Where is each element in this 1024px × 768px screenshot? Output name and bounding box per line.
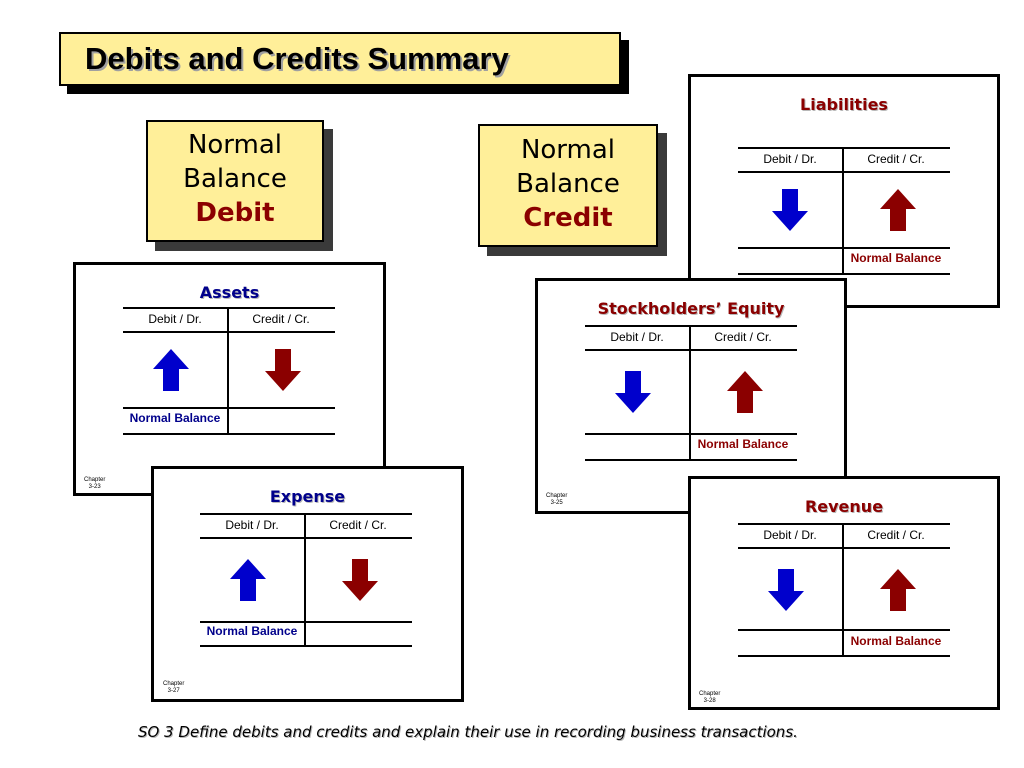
up-arrow-icon xyxy=(153,349,189,391)
normal-balance-label: Normal Balance xyxy=(206,624,298,638)
revenue-card: Revenue Debit / Dr. Credit / Cr. Normal … xyxy=(688,476,1000,710)
debit-header: Debit / Dr. xyxy=(610,330,664,344)
stockholders-equity-card: Stockholders’ Equity Debit / Dr. Credit … xyxy=(535,278,847,514)
title-banner: Debits and Credits Summary xyxy=(59,32,621,86)
t-account-header-line xyxy=(585,349,797,351)
chapter-line1: Chapter xyxy=(546,493,568,499)
expense-card: Expense Debit / Dr. Credit / Cr. Normal … xyxy=(151,466,464,702)
assets-card: Assets Debit / Dr. Credit / Cr. Normal B… xyxy=(73,262,386,496)
debit-header: Debit / Dr. xyxy=(763,528,817,542)
down-arrow-icon xyxy=(615,371,651,413)
chapter-line2: 3-23 xyxy=(88,484,101,490)
t-account-divider xyxy=(304,513,306,647)
normal-balance-label: Normal Balance xyxy=(697,437,789,451)
chapter-label: Chapter 3-25 xyxy=(546,493,567,507)
t-account-total-line xyxy=(585,433,797,435)
credit-header: Credit / Cr. xyxy=(867,528,925,542)
normal-balance-label: Normal Balance xyxy=(850,634,942,648)
up-arrow-icon xyxy=(230,559,266,601)
t-account-header-line xyxy=(123,331,335,333)
t-account-divider xyxy=(842,523,844,657)
stockholders-equity-t-account: Debit / Dr. Credit / Cr. Normal Balance xyxy=(585,325,797,461)
t-account-divider xyxy=(227,307,229,435)
t-account-bottom-line xyxy=(123,433,335,435)
normal-balance-credit-box: Normal Balance Credit xyxy=(478,124,658,247)
stockholders-equity-title: Stockholders’ Equity xyxy=(597,299,785,318)
normal-balance-debit-box: Normal Balance Debit xyxy=(146,120,324,242)
expense-t-account: Debit / Dr. Credit / Cr. Normal Balance xyxy=(200,513,412,647)
down-arrow-icon xyxy=(768,569,804,611)
t-account-divider xyxy=(842,147,844,275)
down-arrow-icon xyxy=(265,349,301,391)
t-account-total-line xyxy=(738,247,950,249)
t-account-divider xyxy=(689,325,691,459)
t-account-total-line xyxy=(123,407,335,409)
page-title: Debits and Credits Summary xyxy=(85,41,509,76)
chapter-label: Chapter 3-23 xyxy=(84,477,105,491)
credit-header: Credit / Cr. xyxy=(252,312,310,326)
liabilities-t-account: Debit / Dr. Credit / Cr. Normal Balance xyxy=(738,147,950,275)
t-account-bottom-line xyxy=(585,459,797,461)
t-account-header-line xyxy=(738,171,950,173)
up-arrow-icon xyxy=(727,371,763,413)
study-objective-footer: SO 3 Define debits and credits and expla… xyxy=(138,723,798,741)
chapter-line1: Chapter xyxy=(84,477,106,483)
credit-header: Credit / Cr. xyxy=(329,518,387,532)
normal-balance-debit-line1: Normal xyxy=(187,130,283,160)
assets-title: Assets xyxy=(199,283,260,302)
revenue-title: Revenue xyxy=(804,497,884,516)
t-account-bottom-line xyxy=(738,273,950,275)
t-account-bottom-line xyxy=(200,645,412,647)
t-account-bottom-line xyxy=(738,655,950,657)
t-account-top-line xyxy=(123,307,335,309)
chapter-line2: 3-25 xyxy=(550,500,563,506)
up-arrow-icon xyxy=(880,569,916,611)
revenue-t-account: Debit / Dr. Credit / Cr. Normal Balance xyxy=(738,523,950,657)
normal-balance-debit-kind: Debit xyxy=(195,198,275,228)
normal-balance-label: Normal Balance xyxy=(129,411,221,425)
credit-header: Credit / Cr. xyxy=(714,330,772,344)
t-account-top-line xyxy=(585,325,797,327)
expense-title: Expense xyxy=(269,487,346,506)
up-arrow-icon xyxy=(880,189,916,231)
normal-balance-label: Normal Balance xyxy=(850,251,942,265)
chapter-line1: Chapter xyxy=(699,691,721,697)
credit-header: Credit / Cr. xyxy=(867,152,925,166)
normal-balance-credit-line1: Normal xyxy=(520,135,616,165)
chapter-line2: 3-27 xyxy=(167,688,180,694)
normal-balance-credit-kind: Credit xyxy=(523,203,613,233)
t-account-top-line xyxy=(200,513,412,515)
liabilities-card: Liabilities Debit / Dr. Credit / Cr. Nor… xyxy=(688,74,1000,308)
t-account-top-line xyxy=(738,147,950,149)
t-account-header-line xyxy=(738,547,950,549)
normal-balance-credit-line2: Balance xyxy=(516,169,620,199)
t-account-header-line xyxy=(200,537,412,539)
chapter-label: Chapter 3-28 xyxy=(699,691,720,705)
t-account-total-line xyxy=(200,621,412,623)
debit-header: Debit / Dr. xyxy=(225,518,279,532)
normal-balance-debit-line2: Balance xyxy=(183,164,287,194)
debit-header: Debit / Dr. xyxy=(148,312,202,326)
t-account-top-line xyxy=(738,523,950,525)
down-arrow-icon xyxy=(342,559,378,601)
assets-t-account: Debit / Dr. Credit / Cr. Normal Balance xyxy=(123,307,335,435)
chapter-label: Chapter 3-27 xyxy=(163,681,184,695)
down-arrow-icon xyxy=(772,189,808,231)
chapter-line1: Chapter xyxy=(163,681,185,687)
chapter-line2: 3-28 xyxy=(703,698,716,704)
t-account-total-line xyxy=(738,629,950,631)
debit-header: Debit / Dr. xyxy=(763,152,817,166)
liabilities-title: Liabilities xyxy=(800,95,888,114)
